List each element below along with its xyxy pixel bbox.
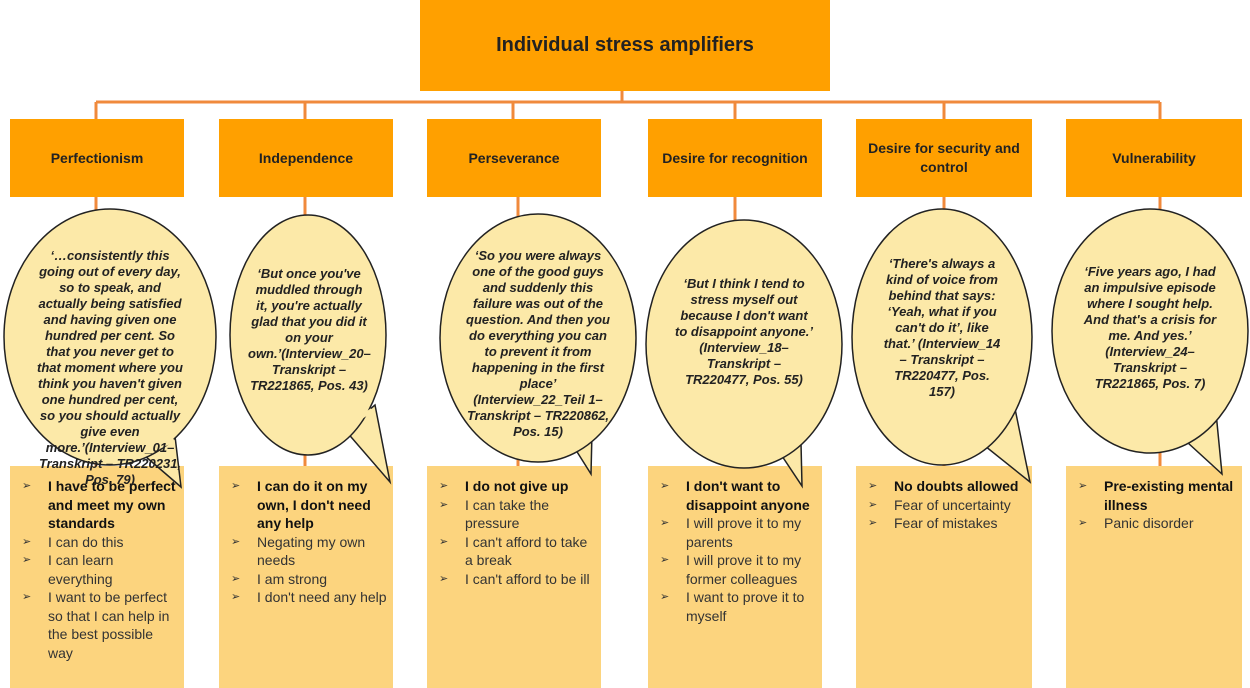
item-list: Pre-existing mental illness Panic disord… xyxy=(1074,477,1236,533)
list-item: I can learn everything xyxy=(18,551,178,588)
category-box-independence: Independence xyxy=(219,119,393,197)
diagram-title: Individual stress amplifiers xyxy=(496,34,754,56)
category-label: Perfectionism xyxy=(50,149,144,166)
list-item: I have to be perfect and meet my own sta… xyxy=(18,477,178,533)
list-item: No doubts allowed xyxy=(864,477,1026,496)
list-item: I do not give up xyxy=(435,477,595,496)
category-box-perfectionism: Perfectionism xyxy=(10,119,184,197)
item-list: No doubts allowed Fear of uncertainty Fe… xyxy=(864,477,1026,533)
list-item: I don't need any help xyxy=(227,588,387,607)
list-item: Negating my own needs xyxy=(227,533,387,570)
list-item: I will prove it to my parents xyxy=(656,514,816,551)
list-box-perfectionism: I have to be perfect and meet my own sta… xyxy=(10,466,184,688)
category-label: Vulnerability xyxy=(1112,149,1196,166)
category-box-vulnerability: Vulnerability xyxy=(1066,119,1242,197)
quote-text: ‘But I think I tend to stress myself out… xyxy=(675,276,813,387)
category-box-perseverance: Perseverance xyxy=(427,119,601,197)
quote-text: ‘Five years ago, I had an impulsive epis… xyxy=(1083,264,1217,391)
item-list: I have to be perfect and meet my own sta… xyxy=(18,477,178,662)
item-list: I can do it on my own, I don't need any … xyxy=(227,477,387,607)
list-item: Fear of mistakes xyxy=(864,514,1026,533)
category-label: Desire for security and control xyxy=(868,140,1020,175)
list-box-desire-for-security-and-control: No doubts allowed Fear of uncertainty Fe… xyxy=(856,466,1032,688)
list-item: I want to prove it to myself xyxy=(656,588,816,625)
quote-text: ‘There's always a kind of voice from beh… xyxy=(883,256,1001,399)
category-box-desire-for-recognition: Desire for recognition xyxy=(648,119,822,197)
list-item: I don't want to disappoint anyone xyxy=(656,477,816,514)
category-box-desire-for-security-and-control: Desire for security and control xyxy=(856,119,1032,197)
list-item: Fear of uncertainty xyxy=(864,496,1026,515)
list-item: I can do it on my own, I don't need any … xyxy=(227,477,387,533)
item-list: I do not give up I can take the pressure… xyxy=(435,477,595,588)
list-box-independence: I can do it on my own, I don't need any … xyxy=(219,466,393,688)
quote-text: ‘So you were always one of the good guys… xyxy=(466,248,610,439)
list-item: I can't afford to take a break xyxy=(435,533,595,570)
item-list: I don't want to disappoint anyone I will… xyxy=(656,477,816,625)
category-label: Perseverance xyxy=(468,149,560,166)
category-label: Independence xyxy=(258,149,354,166)
list-item: I will prove it to my former colleagues xyxy=(656,551,816,588)
list-box-vulnerability: Pre-existing mental illness Panic disord… xyxy=(1066,466,1242,688)
list-item: I can take the pressure xyxy=(435,496,595,533)
list-item: I am strong xyxy=(227,570,387,589)
title-box: Individual stress amplifiers xyxy=(420,0,830,91)
category-label: Desire for recognition xyxy=(662,149,808,166)
list-box-desire-for-recognition: I don't want to disappoint anyone I will… xyxy=(648,466,822,688)
list-item: I can do this xyxy=(18,533,178,552)
quote-text: ‘…consistently this going out of every d… xyxy=(37,248,183,487)
list-box-perseverance: I do not give up I can take the pressure… xyxy=(427,466,601,688)
list-item: Panic disorder xyxy=(1074,514,1236,533)
list-item: I want to be perfect so that I can help … xyxy=(18,588,178,662)
list-item: Pre-existing mental illness xyxy=(1074,477,1236,514)
list-item: I can't afford to be ill xyxy=(435,570,595,589)
quote-text: ‘But once you've muddled through it, you… xyxy=(248,266,371,393)
